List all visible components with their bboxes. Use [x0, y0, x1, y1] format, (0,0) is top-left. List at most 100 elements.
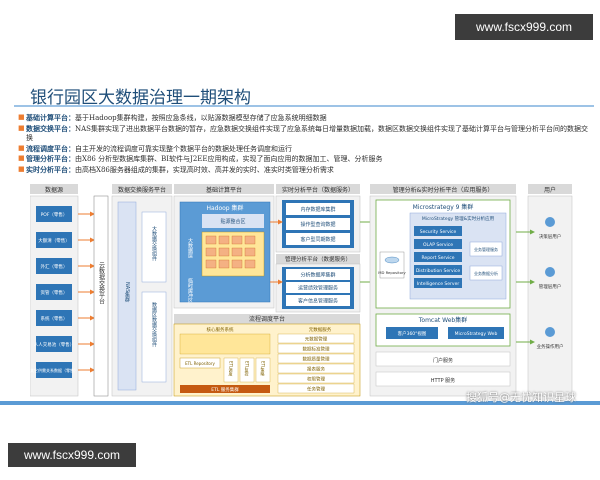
sched-right-item: [277, 343, 355, 354]
sched-right-item: [277, 333, 355, 344]
source-box: [36, 310, 72, 326]
cloud-exchange-label: 云数据交换平台: [98, 262, 105, 305]
sched-right-item: [277, 373, 355, 384]
realtime-item: [286, 218, 350, 230]
bullet-label: 流程调度平台：: [26, 143, 75, 153]
mgmt-db-header: [276, 254, 360, 264]
user-icon: [545, 217, 555, 227]
hadoop-title: Hadoop 集群: [206, 204, 243, 212]
tomcat-item-label: 客户360°视图: [398, 330, 427, 337]
ms-service: [414, 239, 462, 249]
sched-header-label: 流程调度平台: [249, 315, 285, 323]
tomcat-item: [448, 327, 504, 339]
bullet-item: ■数据交换平台：NAS集群实现了进出数据平台数据的暂存，应急数据交换组件实现了应…: [18, 124, 588, 144]
header-realtime: [276, 184, 360, 194]
ms-service-list: Security Service OLAP Service Report Ser…: [414, 226, 462, 288]
page-title: 银行园区大数据治理一期架构: [30, 88, 251, 108]
sched-right-label: 元数据管理: [305, 336, 328, 343]
sched-meta-label: 元数据服务: [309, 326, 332, 333]
header-data-source-label: 数据源: [45, 186, 63, 194]
ms-service-label: Intelligence Server: [417, 281, 460, 287]
source-box: [36, 362, 72, 378]
realtime-item: [286, 233, 350, 245]
etl-item-label: ETL调度: [229, 361, 234, 377]
bullet-item: ■基础计算平台：基于Hadoop集群构建，按照应急条线，以贴源数据模型存储了应急…: [18, 113, 588, 124]
watermark-bottom: www.fscx999.com: [8, 443, 136, 467]
etl-item-label: ETL监控: [245, 361, 250, 377]
tomcat-title: Tomcat Web集群: [418, 316, 467, 324]
source-label: 外汇（零售）: [41, 263, 68, 270]
sched-right-item: [277, 363, 355, 374]
header-exchange: [112, 184, 172, 194]
bullet-dot-icon: ■: [18, 113, 25, 121]
user-label: 业务操作用户: [537, 343, 564, 350]
md-repository: [379, 251, 405, 279]
bullet-item: ■管理分析平台：由X86 分析型数据库集群、BI软件与J2EE应用构成，实现了面…: [18, 154, 588, 165]
hadoop-inner-label: 贴源整合区: [220, 218, 245, 225]
analysis-item: [286, 282, 350, 293]
http-service: [375, 371, 511, 387]
footer-bar: [0, 401, 600, 405]
microstrategy-app-label: MicroStrategy 管理&实时分析应用: [422, 215, 494, 222]
ms-service: [414, 278, 462, 288]
etl-item: [239, 357, 255, 383]
bullet-item: ■实时分析平台：由高档X86服务器组成的集群，实现高时效、高并发的实时、准实时类…: [18, 165, 588, 176]
bullet-list: ■基础计算平台：基于Hadoop集群构建，按照应急条线，以贴源数据模型存储了应急…: [18, 113, 588, 175]
sched-right-label: 报表服务: [307, 366, 325, 373]
bullet-label: 数据交换平台：: [26, 123, 75, 133]
http-label: HTTP 服务: [431, 377, 455, 384]
user-icon: [545, 267, 555, 277]
ms-service: [414, 226, 462, 236]
ms-service: [414, 252, 462, 262]
realtime-item-label: 操作型查询数据: [300, 221, 335, 228]
sched-right-label: 任务管理: [307, 386, 325, 393]
sched-core-label: 核心服务系统: [207, 326, 234, 333]
ms-service-label: Security Service: [420, 229, 457, 235]
realtime-item: [286, 203, 350, 215]
ms-right-label: 业务管理服务: [474, 246, 498, 252]
source-box: [36, 258, 72, 274]
bullet-text: 由高档X86服务器组成的集群，实现高时效、高并发的实时、准实时类管理分析需求: [75, 165, 334, 174]
ms-service-label: Report Service: [422, 255, 455, 261]
analysis-item-label: 分析数据库集群: [300, 272, 335, 279]
portal-label: 门户服务: [433, 357, 453, 364]
source-box: [36, 232, 72, 248]
realtime-top-list: 内存数据库集群 操作型查询数据 客户型同期数据: [286, 203, 350, 245]
sched-right-item: [277, 353, 355, 364]
bullet-dot-icon: ■: [18, 164, 25, 173]
nas-label: NAS集群: [124, 282, 130, 304]
source-credit: 搜狐号@无忧知识星球: [466, 391, 576, 404]
database-icon: [384, 256, 400, 264]
header-user: [528, 184, 572, 194]
source-box: [36, 206, 72, 222]
hadoop-side-b: 临时缓冲区: [187, 277, 193, 303]
bullet-text: NAS集群实现了进出数据平台数据的暂存，应急数据交换组件实现了应急系统每日增量数…: [26, 124, 588, 143]
title-divider: [14, 105, 594, 107]
sched-header: [174, 314, 360, 324]
sched-right-label: 数据标准管理: [303, 346, 330, 353]
watermark-top: www.fscx999.com: [455, 14, 593, 40]
bullet-dot-icon: ■: [18, 123, 25, 132]
source-label: 大额清（零售）: [38, 237, 70, 244]
etl-item: [255, 357, 271, 383]
source-box: [36, 336, 72, 352]
header-mgmt-label: 管理分析&实时分析平台（应用服务）: [393, 186, 494, 194]
analysis-item: [286, 295, 350, 306]
header-base-label: 基础计算平台: [206, 186, 242, 194]
etl-item: [223, 357, 239, 383]
user-label: 管理层用户: [539, 283, 562, 290]
microstrategy-title: Microstrategy 9 集群: [413, 203, 474, 211]
cloud-exchange-bar: [93, 195, 109, 397]
hadoop-side-a: 大数据层: [187, 237, 193, 259]
source-label: 人人交易池（零售）: [34, 341, 75, 348]
ms-service-label: Distribution Service: [416, 268, 461, 274]
source-box: [36, 284, 72, 300]
etl-cluster: [180, 385, 270, 393]
bullet-text: 基于Hadoop集群构建，按照应急条线，以贴源数据模型存储了应急系统明细数据: [75, 114, 327, 122]
user-icon: [545, 327, 555, 337]
source-list: POF（零售） 大额清（零售） 外汇（零售） 资管（零售） 系统（零售） 人人交…: [30, 206, 78, 378]
nas-cluster: [117, 201, 137, 391]
area-exchange: [141, 291, 167, 383]
ms-right-label: 业务数据分析: [474, 270, 498, 276]
analysis-item: [286, 269, 350, 280]
